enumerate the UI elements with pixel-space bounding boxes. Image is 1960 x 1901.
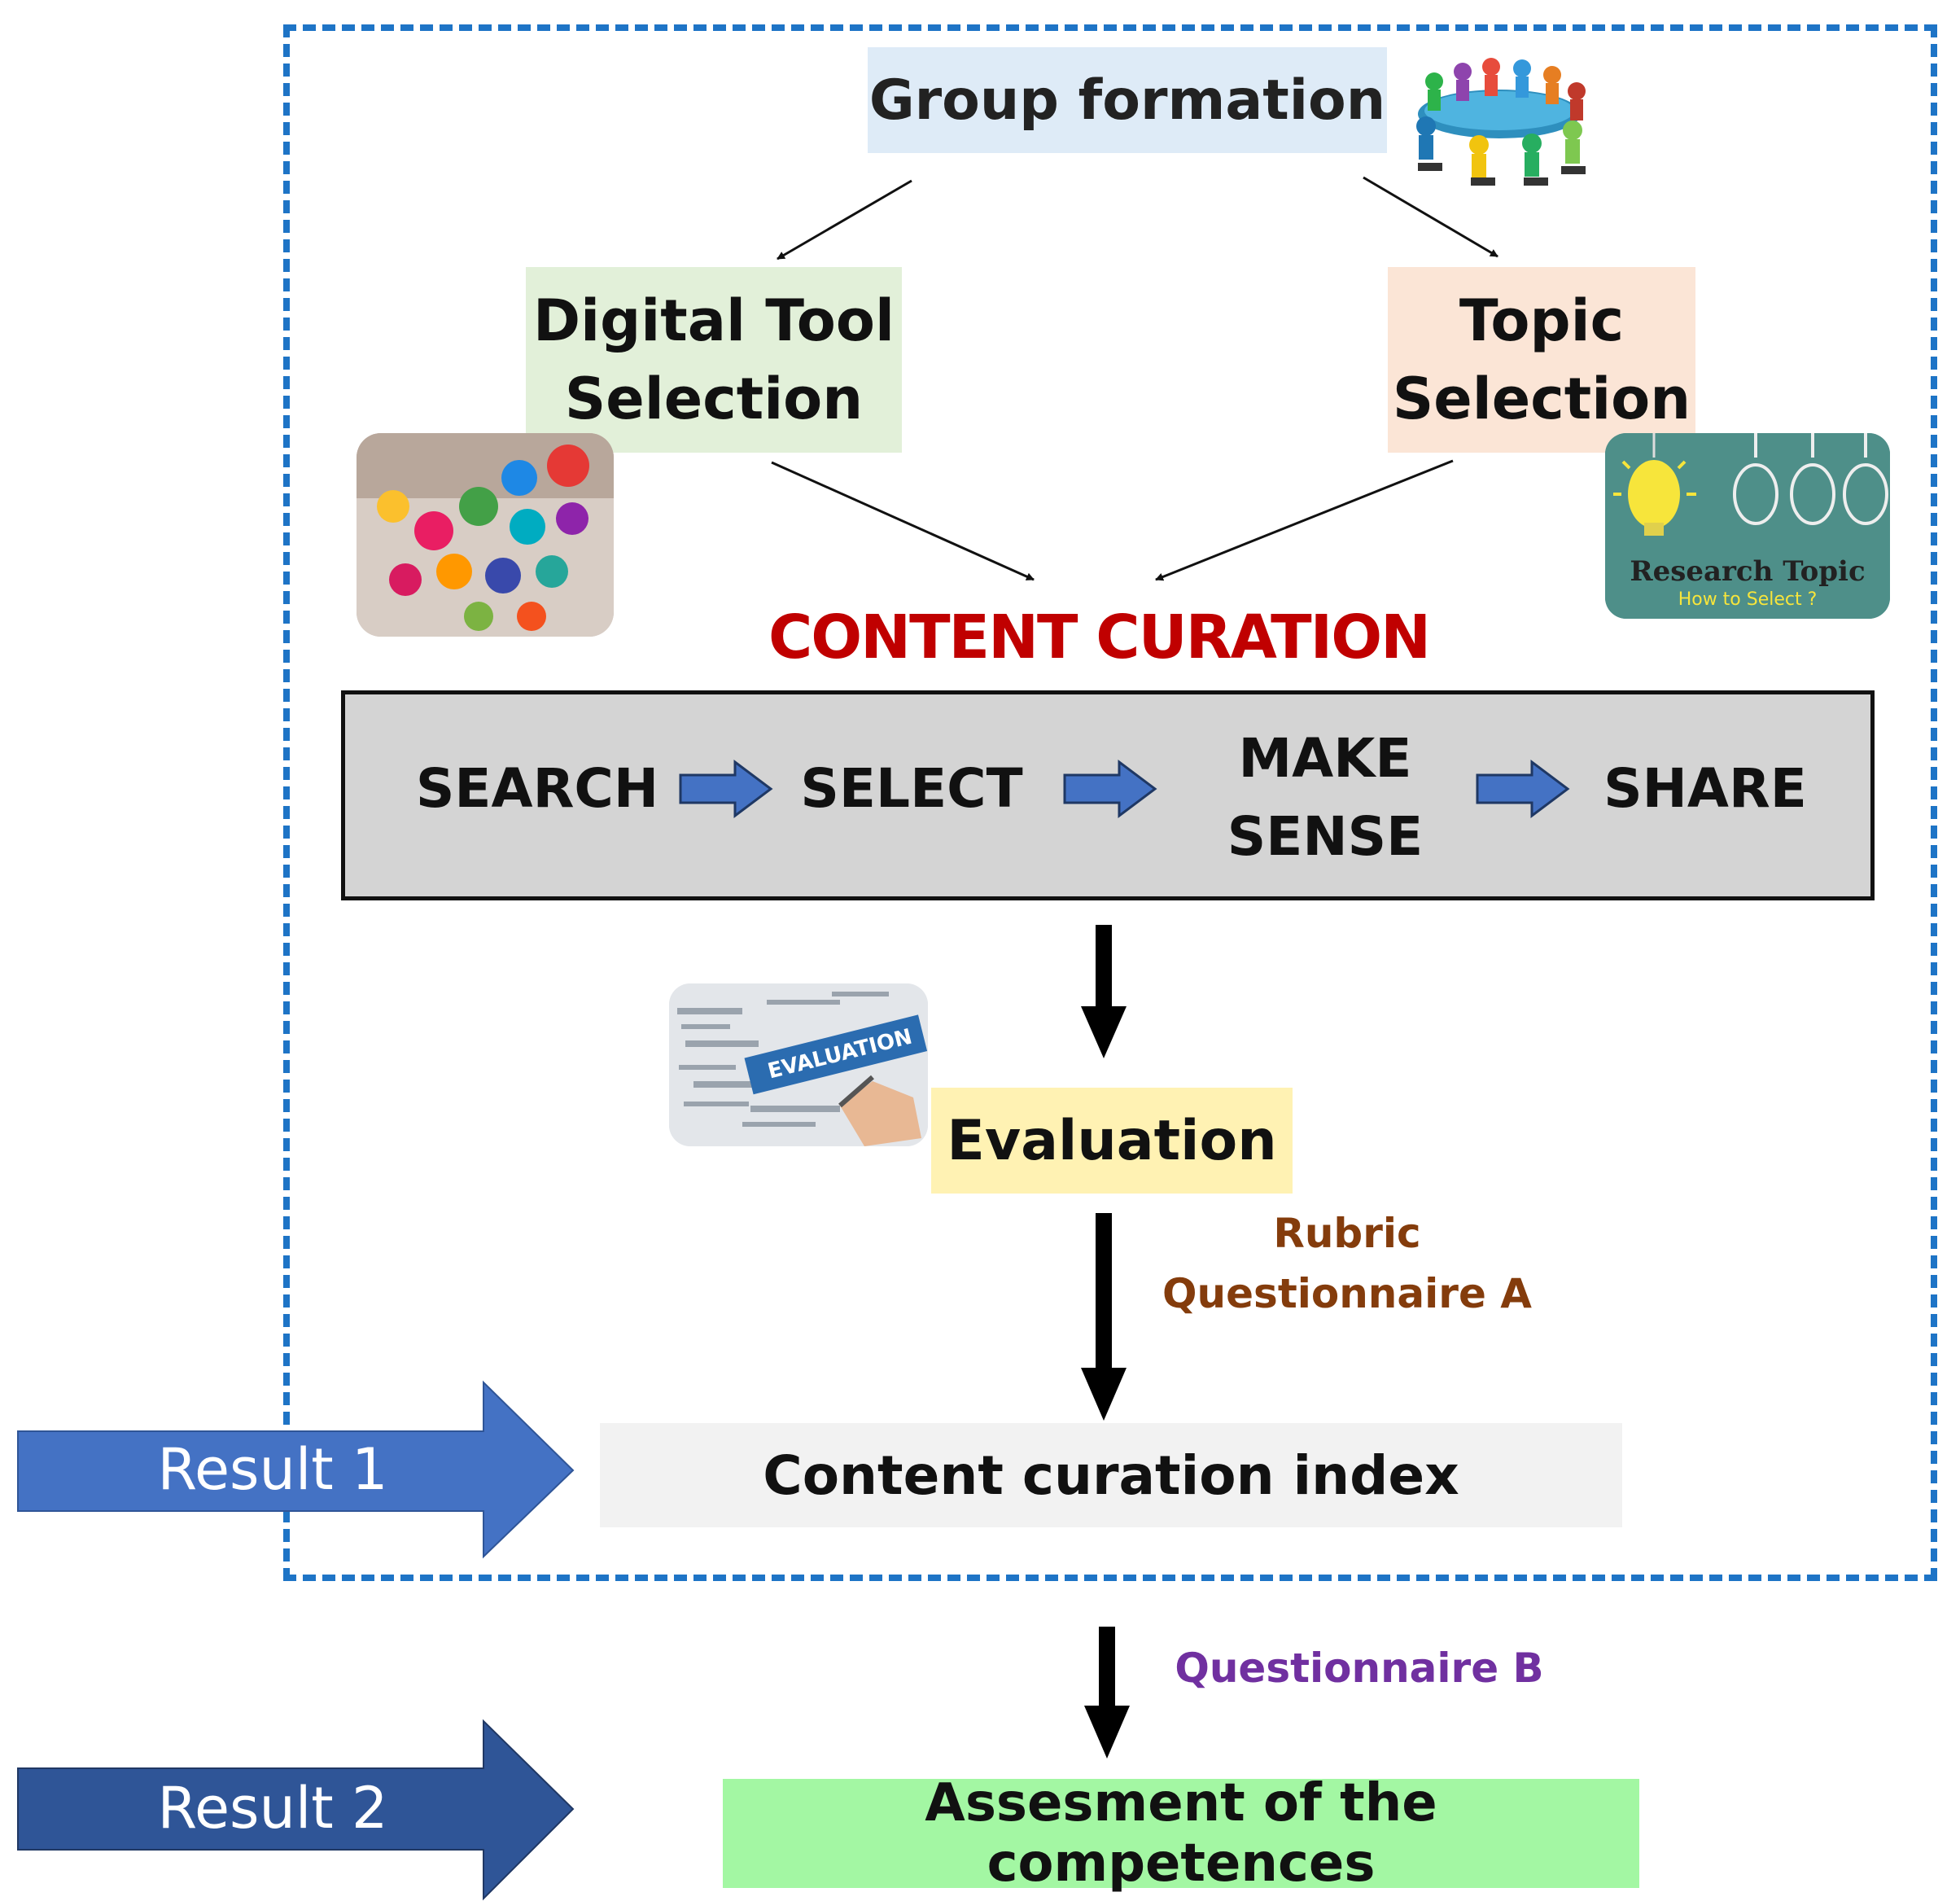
digital-tool-line1: Digital Tool: [533, 287, 895, 354]
arrow-index-to-assessment: [1084, 1627, 1130, 1759]
group-formation-label: Group formation: [868, 68, 1386, 133]
step-sense: SENSE: [1227, 805, 1424, 868]
arrow-topic-to-curation: [1155, 459, 1454, 581]
digital-tool-selection-box: Digital Tool Selection: [526, 267, 902, 453]
evaluation-picture: EVALUATION: [669, 983, 928, 1146]
questionnaire-b-label: Questionnaire B: [1175, 1645, 1544, 1692]
questionnaire-a-label: Questionnaire A: [1162, 1270, 1532, 1317]
content-curation-index-box: Content curation index: [600, 1423, 1622, 1527]
result1-label: Result 1: [157, 1436, 388, 1503]
arrow-group-to-tool: [777, 179, 912, 261]
result2-label: Result 2: [157, 1775, 388, 1842]
rubric-label: Rubric: [1273, 1210, 1421, 1257]
step-make: MAKE: [1238, 727, 1412, 790]
evaluation-label: Evaluation: [947, 1108, 1277, 1173]
group-meeting-picture: [1402, 49, 1597, 187]
topic-line2: Selection: [1392, 366, 1691, 432]
evaluation-box: Evaluation: [931, 1088, 1293, 1194]
assessment-label: Assesment of the competences: [925, 1773, 1437, 1894]
arrow-group-to-topic: [1363, 176, 1498, 258]
research-topic-subtitle: How to Select ?: [1678, 589, 1818, 610]
assessment-box: Assesment of the competences: [723, 1773, 1639, 1894]
arrow-curation-to-evaluation: [1081, 925, 1127, 1058]
group-formation-box: Group formation: [868, 47, 1387, 153]
research-topic-title: Research Topic: [1630, 555, 1866, 588]
step-select: SELECT: [800, 757, 1023, 820]
social-media-picture: [357, 433, 614, 637]
content-curation-index-label: Content curation index: [763, 1443, 1459, 1507]
content-curation-title: CONTENT CURATION: [768, 602, 1431, 672]
arrow-tool-to-curation: [771, 461, 1035, 581]
digital-tool-line2: Selection: [564, 366, 864, 432]
arrow-evaluation-to-index: [1081, 1213, 1127, 1421]
step-share: SHARE: [1603, 757, 1807, 820]
step-search: SEARCH: [415, 757, 659, 820]
topic-line1: Topic: [1459, 287, 1625, 354]
process-frame: [283, 24, 1937, 1581]
research-topic-picture: Research Topic How to Select ?: [1605, 433, 1890, 619]
topic-selection-box: Topic Selection: [1388, 267, 1695, 453]
